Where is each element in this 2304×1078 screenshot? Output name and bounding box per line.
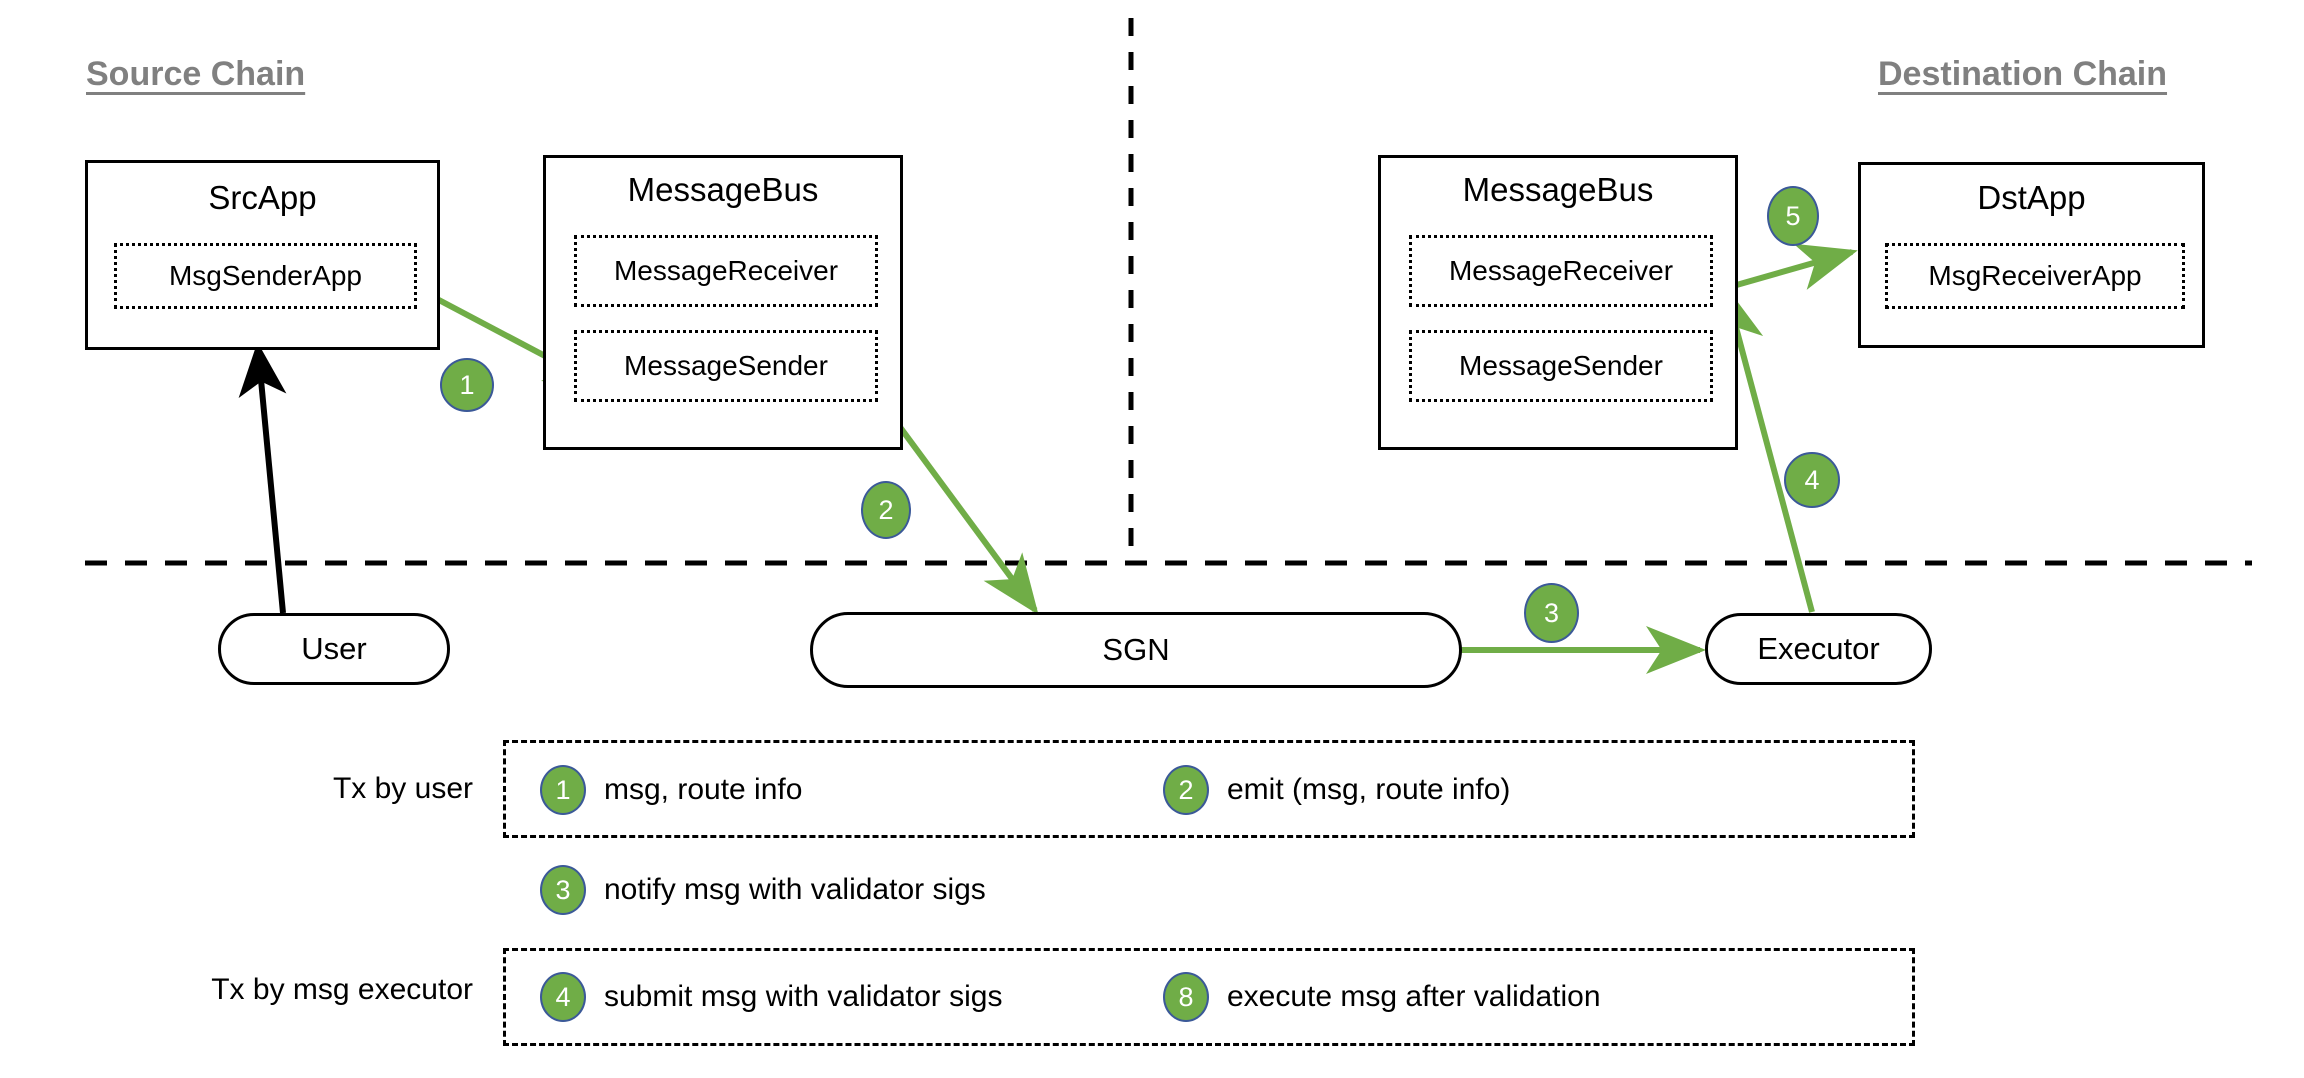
legend-text-4: submit msg with validator sigs	[604, 980, 1003, 1013]
legend-label-tx-by-msg-executor: Tx by msg executor	[211, 973, 473, 1006]
dst-messagesender[interactable]: MessageSender	[1409, 330, 1713, 402]
srcapp-msgsenderapp[interactable]: MsgSenderApp	[114, 243, 417, 309]
srcapp-title: SrcApp	[208, 179, 317, 216]
step-badge-4: 4	[1784, 452, 1840, 508]
legend-text-1: msg, route info	[604, 773, 803, 806]
legend-entry-8: 8 execute msg after validation	[1163, 972, 1601, 1022]
legend-badge-8: 8	[1163, 972, 1209, 1022]
legend-entry-4: 4 submit msg with validator sigs	[540, 972, 1002, 1022]
src-messagesender[interactable]: MessageSender	[574, 330, 878, 402]
user-pill[interactable]: User	[218, 613, 450, 685]
legend-box-tx-by-user	[503, 740, 1915, 838]
arrow-user-to-srcapp	[238, 342, 287, 614]
srcapp-box[interactable]: SrcApp MsgSenderApp	[85, 160, 440, 350]
dstapp-box[interactable]: DstApp MsgReceiverApp	[1858, 162, 2205, 348]
legend-text-3: notify msg with validator sigs	[604, 873, 986, 906]
arrow-step-4	[1716, 284, 1815, 613]
legend-box-tx-by-msg-executor	[503, 948, 1915, 1046]
legend-badge-2: 2	[1163, 765, 1209, 815]
source-chain-title: Source Chain	[86, 55, 306, 93]
step-badge-1: 1	[440, 358, 494, 412]
dst-messagebus-box[interactable]: MessageBus MessageReceiver MessageSender	[1378, 155, 1738, 450]
src-messagebus-box[interactable]: MessageBus MessageReceiver MessageSender	[543, 155, 903, 450]
legend-badge-1: 1	[540, 765, 586, 815]
legend-entry-2: 2 emit (msg, route info)	[1163, 765, 1510, 815]
legend-entry-1: 1 msg, route info	[540, 765, 802, 815]
dst-messagereceiver[interactable]: MessageReceiver	[1409, 235, 1713, 307]
legend-text-8: execute msg after validation	[1227, 980, 1601, 1013]
executor-pill[interactable]: Executor	[1705, 613, 1932, 685]
step-badge-3: 3	[1524, 583, 1579, 643]
dst-messagebus-title: MessageBus	[1462, 171, 1654, 208]
legend-badge-4: 4	[540, 972, 586, 1022]
sgn-pill[interactable]: SGN	[810, 612, 1462, 688]
src-messagebus-title: MessageBus	[627, 171, 819, 208]
destination-chain-title: Destination Chain	[1878, 55, 2168, 93]
legend-text-2: emit (msg, route info)	[1227, 773, 1511, 806]
legend-badge-3: 3	[540, 865, 586, 915]
dstapp-msgreceiverapp[interactable]: MsgReceiverApp	[1885, 243, 2185, 309]
step-badge-5: 5	[1767, 186, 1819, 246]
dstapp-title: DstApp	[1977, 179, 2086, 216]
legend-label-tx-by-user: Tx by user	[332, 772, 473, 805]
step-badge-2: 2	[861, 481, 911, 539]
src-messagereceiver[interactable]: MessageReceiver	[574, 235, 878, 307]
legend-entry-3: 3 notify msg with validator sigs	[540, 865, 986, 915]
